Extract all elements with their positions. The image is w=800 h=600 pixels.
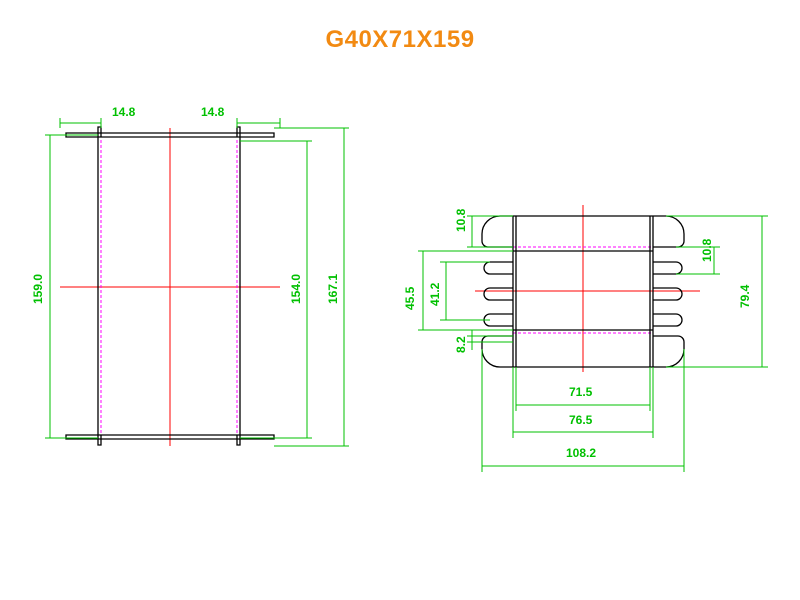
- dim-flange-left: 14.8: [112, 105, 136, 119]
- dim-bottom-rib: 8.2: [454, 336, 468, 353]
- dim-flange-right: 14.8: [201, 105, 225, 119]
- side-view-centerlines: [60, 128, 280, 446]
- end-view-hidden-lines: [513, 246, 653, 334]
- side-view: [45, 118, 349, 447]
- side-view-hidden-lines: [100, 140, 238, 440]
- dim-slot-inner: 41.2: [428, 282, 442, 306]
- dim-total-height: 159.0: [31, 274, 45, 304]
- drawing-title: G40X71X159: [325, 26, 475, 53]
- dim-middle-width: 76.5: [569, 413, 593, 427]
- dim-outer-height: 167.1: [326, 274, 340, 304]
- dim-slot-outer: 45.5: [403, 286, 417, 310]
- dim-height: 79.4: [738, 284, 752, 308]
- side-view-dimension-lines: [45, 118, 349, 447]
- dim-right-rib: 10.8: [700, 238, 714, 262]
- side-view-dimension-labels: 14.8 14.8 159.0 154.0 167.1: [31, 105, 340, 304]
- dim-overall-width: 108.2: [566, 446, 596, 460]
- dim-top-rib: 10.8: [454, 208, 468, 232]
- end-view-dimension-lines: [418, 215, 768, 472]
- dim-inner-width: 71.5: [569, 385, 593, 399]
- end-view: [418, 205, 768, 472]
- dim-inner-height: 154.0: [289, 274, 303, 304]
- end-view-dimension-labels: 10.8 45.5 41.2 8.2 10.8 79.4 71.5 76.5 1…: [403, 208, 752, 460]
